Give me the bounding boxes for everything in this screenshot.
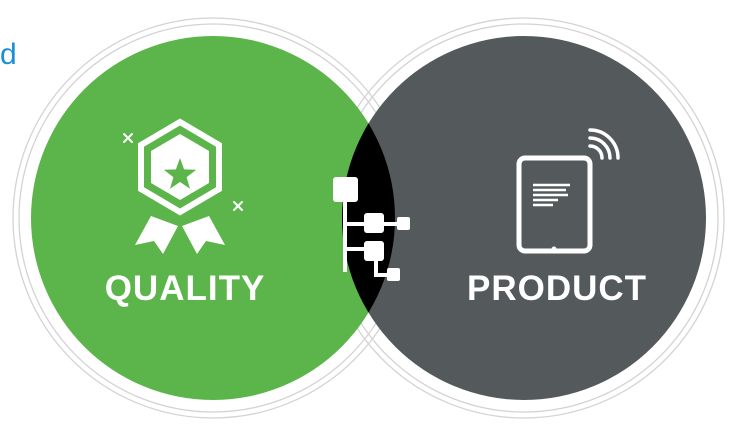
heading-fragment: d — [0, 38, 17, 71]
product-circle — [342, 36, 706, 400]
award-ribbon-star-icon — [123, 118, 243, 254]
quality-circle — [31, 36, 395, 400]
tablet-wireless-icon — [516, 128, 620, 254]
hierarchy-tree-icon — [333, 177, 410, 281]
quality-label: QUALITY — [105, 269, 266, 308]
product-label: PRODUCT — [467, 269, 647, 308]
